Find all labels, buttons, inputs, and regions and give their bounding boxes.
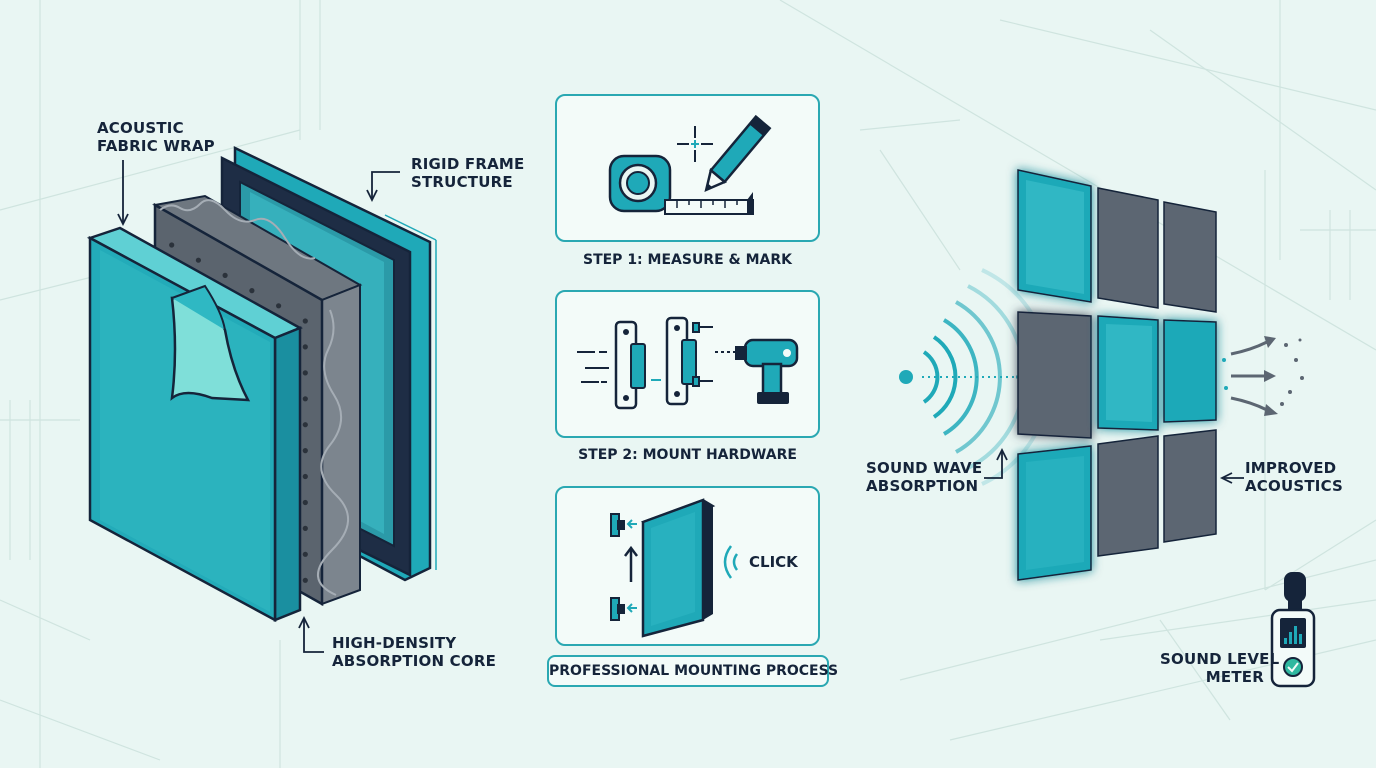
bracket-icon — [665, 316, 697, 406]
meter-label-line2: METER — [1205, 668, 1264, 686]
perforation-dot — [302, 525, 308, 532]
wall-clip-icon — [610, 597, 637, 621]
perforation-dot — [302, 318, 308, 324]
perforation-dot — [195, 257, 201, 263]
left-leader-arrows — [117, 160, 400, 653]
meter-label-line1: SOUND LEVEL — [1160, 650, 1280, 668]
perforation-dot — [249, 288, 255, 294]
wall-clip-icon — [610, 513, 637, 537]
perforation-dot — [169, 242, 175, 248]
improved-label-line2: ACOUSTICS — [1245, 477, 1344, 495]
fabric-wrap-panel — [86, 226, 303, 623]
core-label: HIGH-DENSITY ABSORPTION CORE — [332, 634, 496, 670]
mounting-process-banner: PROFESSIONAL MOUNTING PROCESS — [547, 655, 838, 687]
improved-label: IMPROVED ACOUSTICS — [1245, 459, 1343, 495]
sound-wave-label-line1: SOUND WAVE — [866, 459, 983, 477]
fabric-wrap-label-line1: ACOUSTIC — [97, 119, 184, 137]
fabric-wrap-label-line2: FABRIC WRAP — [97, 137, 215, 155]
sound-level-meter-icon — [1270, 572, 1316, 688]
meter-label: SOUND LEVEL METER — [1160, 650, 1280, 686]
sound-wave-label: SOUND WAVE ABSORPTION — [866, 459, 983, 495]
hardware-illustration — [577, 316, 799, 410]
mounting-illustration — [610, 498, 739, 638]
pencil-icon — [704, 114, 772, 193]
improved-label-line1: IMPROVED — [1245, 459, 1337, 477]
click-sound-icon — [723, 545, 739, 579]
rigid-frame-label: RIGID FRAME STRUCTURE — [411, 155, 524, 191]
core-label-line1: HIGH-DENSITY — [332, 634, 457, 652]
bracket-icon — [614, 320, 646, 410]
perforation-dot — [302, 551, 308, 557]
up-arrow-icon — [624, 545, 638, 582]
perforation-dot — [302, 499, 308, 506]
drill-icon — [735, 338, 799, 404]
tape-measure-icon — [608, 154, 754, 215]
click-label: CLICK — [749, 553, 798, 571]
perforation-dot — [302, 344, 308, 350]
step-2-title: STEP 2: MOUNT HARDWARE — [578, 447, 797, 463]
rigid-frame-label-line2: STRUCTURE — [411, 173, 513, 191]
perforation-dot — [302, 473, 308, 480]
step-1-card — [555, 94, 820, 242]
measure-illustration — [608, 114, 772, 215]
sound-wave-label-line2: ABSORPTION — [866, 477, 979, 495]
perforation-dot — [302, 370, 308, 376]
screw-icon — [692, 322, 713, 387]
panel-wall-illustration — [899, 169, 1316, 688]
core-label-line2: ABSORPTION CORE — [332, 652, 497, 670]
perforation-dot — [276, 303, 282, 309]
acoustic-panel-icon — [640, 498, 716, 638]
crosshair-icon — [677, 126, 713, 162]
exploded-panel-diagram — [86, 146, 437, 653]
diffused-sound-arrows — [1222, 336, 1304, 416]
perforation-dot — [302, 396, 308, 402]
step-1-title: STEP 1: MEASURE & MARK — [582, 252, 793, 268]
perforation-dot — [222, 272, 228, 278]
perforation-dot — [302, 422, 308, 428]
perforation-dot — [302, 577, 308, 583]
perforation-dot — [302, 448, 308, 454]
panel-grid — [1017, 169, 1217, 581]
rigid-frame-label-line1: RIGID FRAME — [411, 155, 525, 173]
fabric-wrap-label: ACOUSTIC FABRIC WRAP — [97, 119, 215, 155]
